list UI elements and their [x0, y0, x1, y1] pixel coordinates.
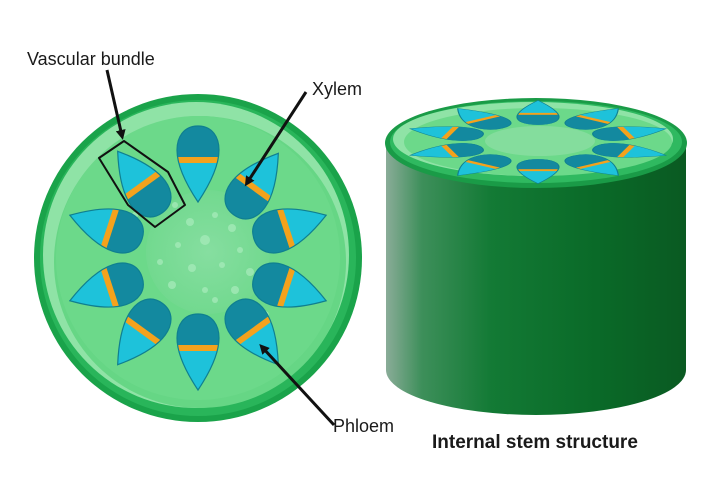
diagram-title: Internal stem structure — [432, 432, 638, 453]
phloem-arrow — [259, 344, 336, 427]
annotation-arrows — [105, 69, 336, 427]
stem-cylinder — [385, 98, 687, 415]
vascular-bundle-arrow — [105, 69, 126, 140]
xylem-arrow — [244, 91, 308, 187]
cylinder-body — [386, 148, 686, 415]
stem-cross-section — [34, 94, 362, 422]
phloem-label: Phloem — [333, 416, 395, 436]
pith — [146, 190, 270, 314]
xylem-label: Xylem — [312, 79, 363, 99]
vascular-bundle-label: Vascular bundle — [27, 49, 155, 69]
vascular-bundle-highlight-box — [98, 140, 186, 228]
